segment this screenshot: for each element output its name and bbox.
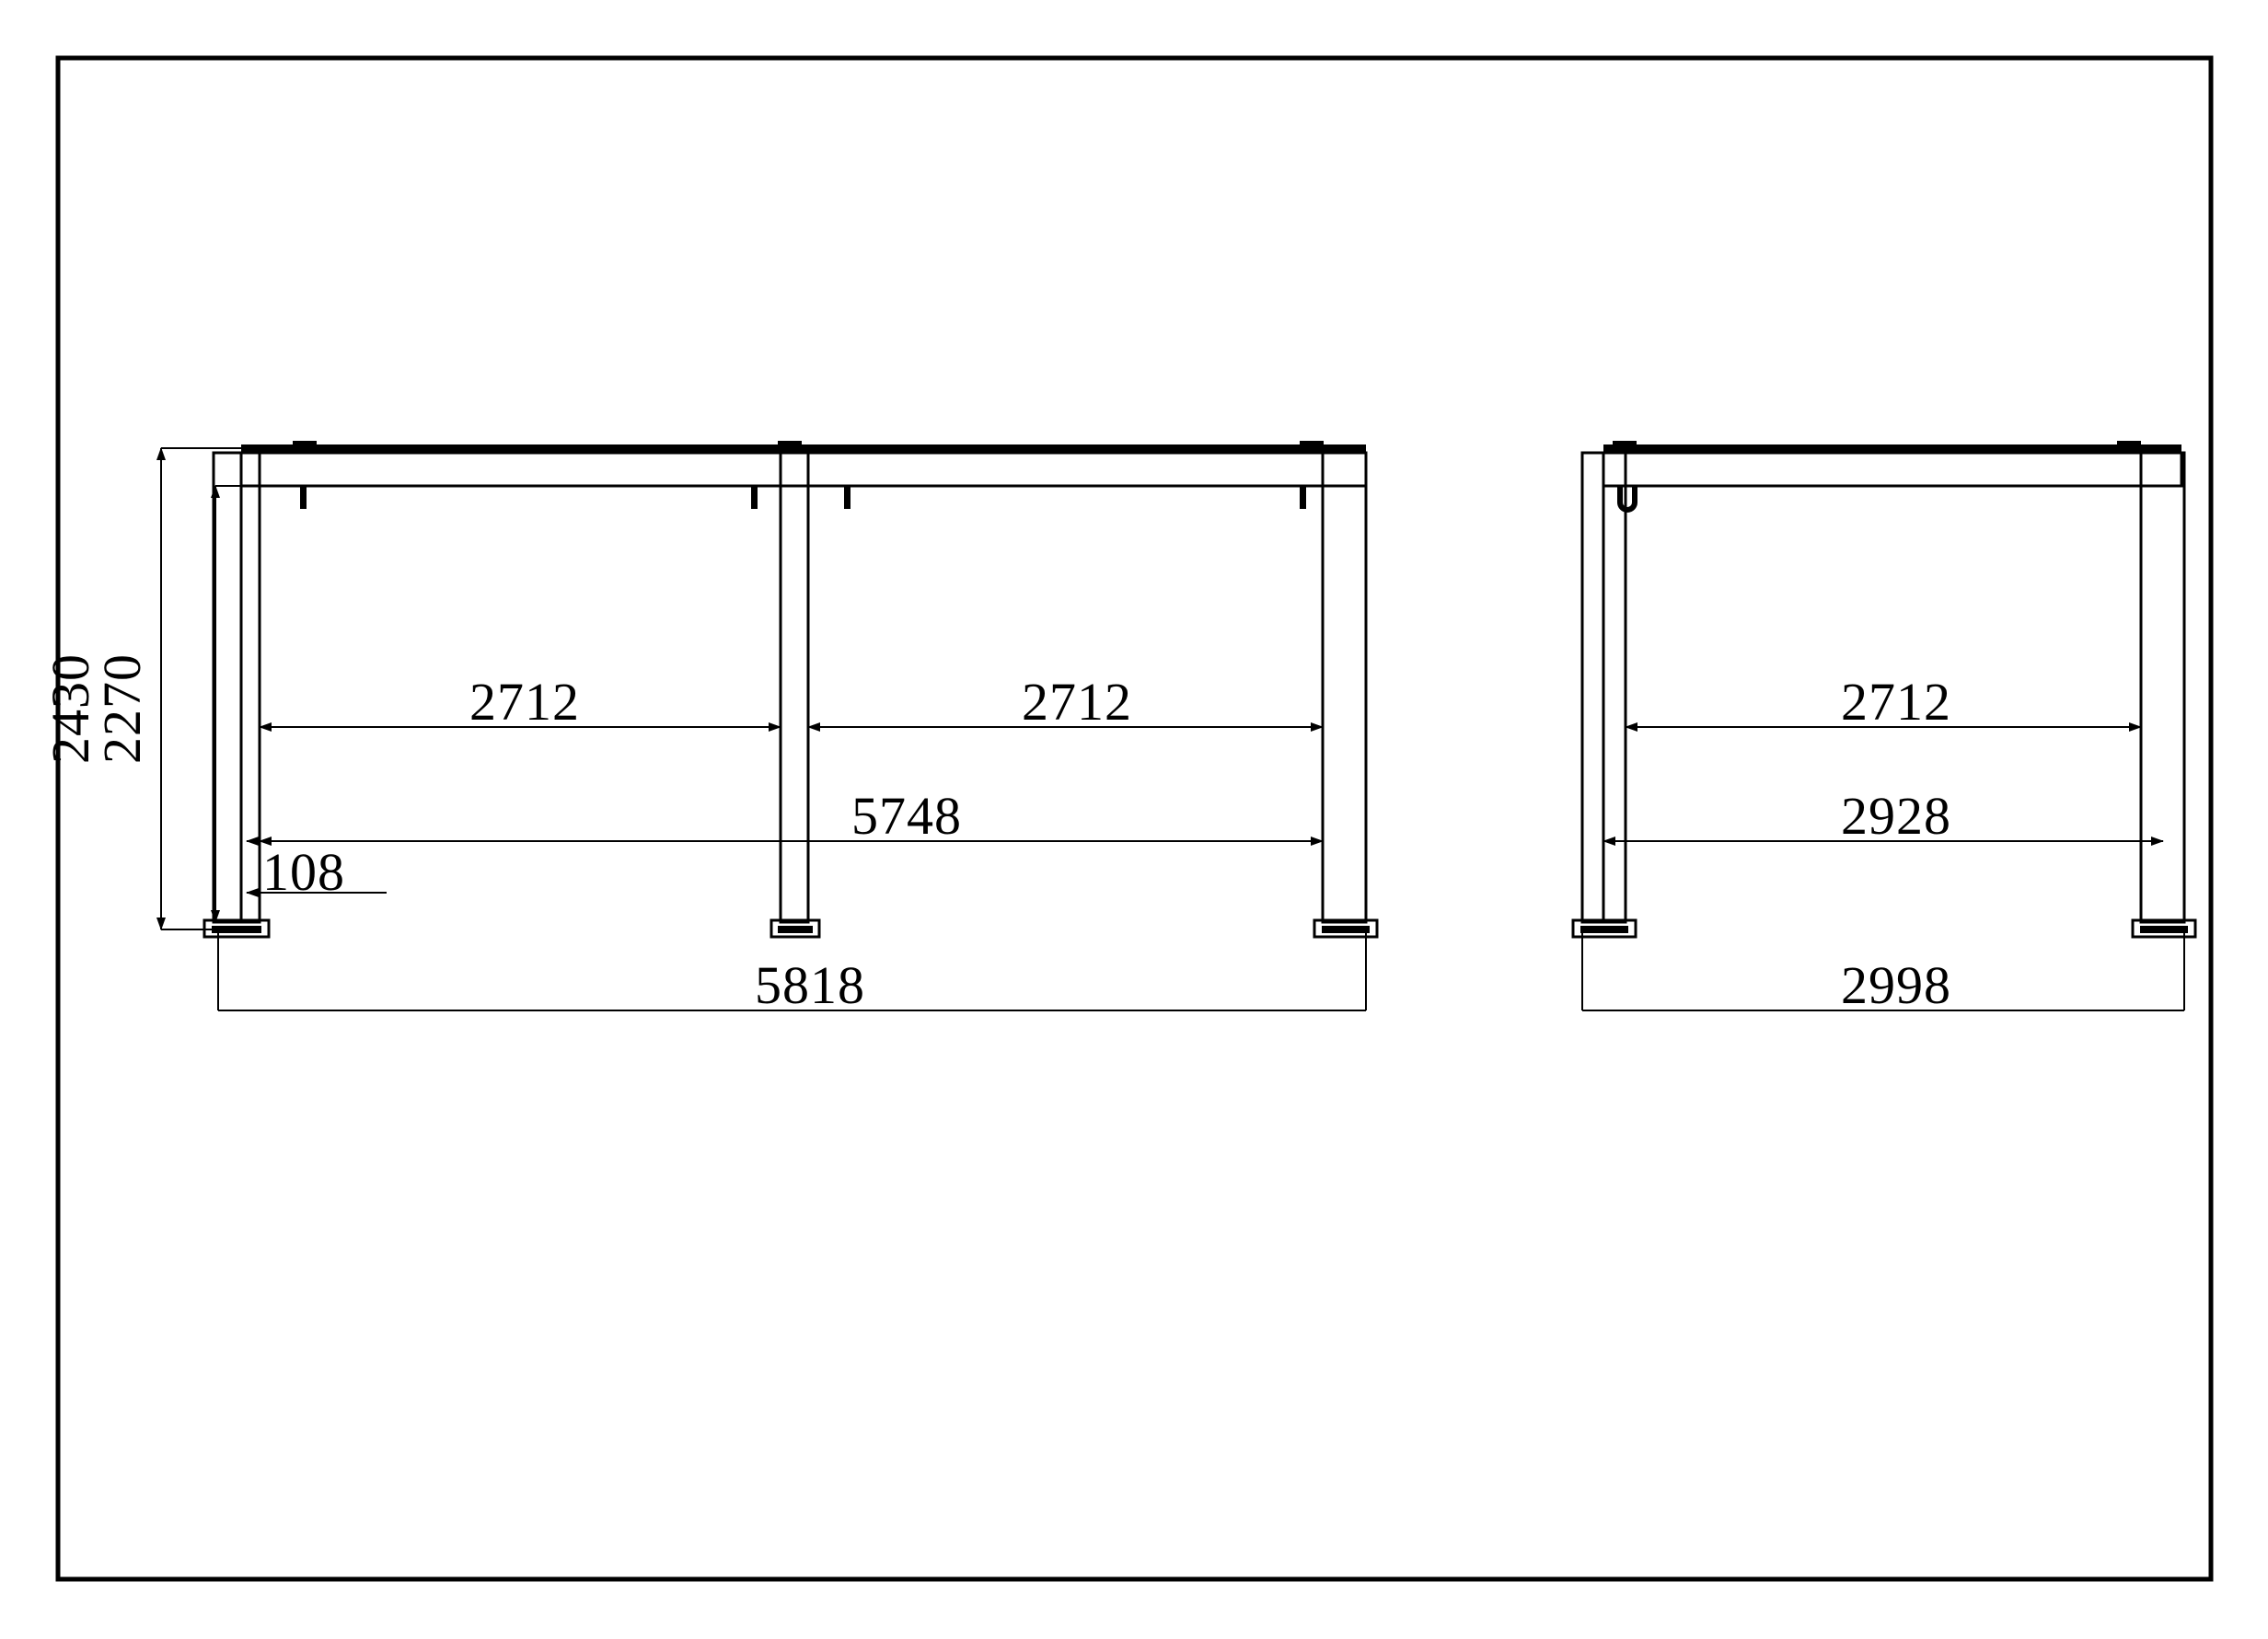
side-elevation-view bbox=[1571, 441, 2197, 1011]
dim-front-height-clear bbox=[211, 485, 260, 923]
front-elevation-view bbox=[156, 441, 1379, 1011]
side-top-beam-cap bbox=[1603, 444, 2181, 453]
dimension-text-layer: 2430 2270 2712 2712 5748 108 5818 2712 2… bbox=[40, 653, 1951, 1015]
front-column-right-baseplate bbox=[1313, 918, 1379, 939]
front-column-left-baseplate-fill bbox=[212, 926, 261, 933]
side-hook-loop-icon bbox=[1617, 486, 1637, 513]
dim-front-span-overall bbox=[217, 929, 1367, 1011]
dim-label-side-span-overall: 2998 bbox=[1841, 955, 1951, 1015]
dim-label-side-span-mid: 2928 bbox=[1841, 786, 1951, 846]
dim-front-base-offset bbox=[240, 837, 387, 897]
dim-label-side-span-inner: 2712 bbox=[1841, 672, 1951, 732]
side-column-right-baseplate-fill bbox=[2140, 926, 2188, 933]
front-beam-nub-left bbox=[293, 441, 317, 445]
dim-label-front-height-clear: 2270 bbox=[92, 653, 152, 764]
sheet-border bbox=[55, 55, 2214, 1582]
front-hanger-tick-4 bbox=[1300, 486, 1306, 509]
side-column-left-baseplate bbox=[1571, 918, 1637, 939]
dim-label-front-span-overall: 5818 bbox=[755, 955, 865, 1015]
front-hanger-tick-2 bbox=[751, 486, 758, 509]
dim-label-front-span-inner: 5748 bbox=[851, 786, 962, 846]
side-beam-nub-left bbox=[1613, 441, 1637, 445]
front-column-middle-baseplate bbox=[770, 918, 821, 939]
front-beam-nub-mid bbox=[778, 441, 802, 445]
side-column-right bbox=[2139, 451, 2186, 924]
side-beam-nub-right bbox=[2117, 441, 2141, 445]
front-hanger-tick-3 bbox=[844, 486, 850, 509]
front-column-right bbox=[1321, 451, 1368, 924]
side-column-right-baseplate bbox=[2131, 918, 2197, 939]
front-column-middle bbox=[779, 451, 810, 924]
side-top-beam-body bbox=[1602, 451, 2183, 488]
side-column-left-baseplate-fill bbox=[1580, 926, 1628, 933]
front-column-right-baseplate-fill bbox=[1322, 926, 1370, 933]
dim-label-front-bay-right: 2712 bbox=[1022, 672, 1132, 732]
front-top-beam-body bbox=[239, 451, 1368, 488]
front-hanger-tick-1 bbox=[300, 486, 307, 509]
front-top-beam-cap bbox=[241, 444, 1366, 453]
front-column-middle-baseplate-fill bbox=[778, 926, 813, 933]
dim-side-span-overall bbox=[1581, 929, 2185, 1011]
front-column-left bbox=[212, 451, 261, 924]
dim-label-front-base-offset: 108 bbox=[262, 842, 345, 902]
dim-front-height-overall bbox=[156, 447, 260, 930]
dim-label-front-bay-left: 2712 bbox=[469, 672, 580, 732]
front-beam-nub-right bbox=[1300, 441, 1324, 445]
dim-label-front-height-overall: 2430 bbox=[40, 653, 100, 764]
